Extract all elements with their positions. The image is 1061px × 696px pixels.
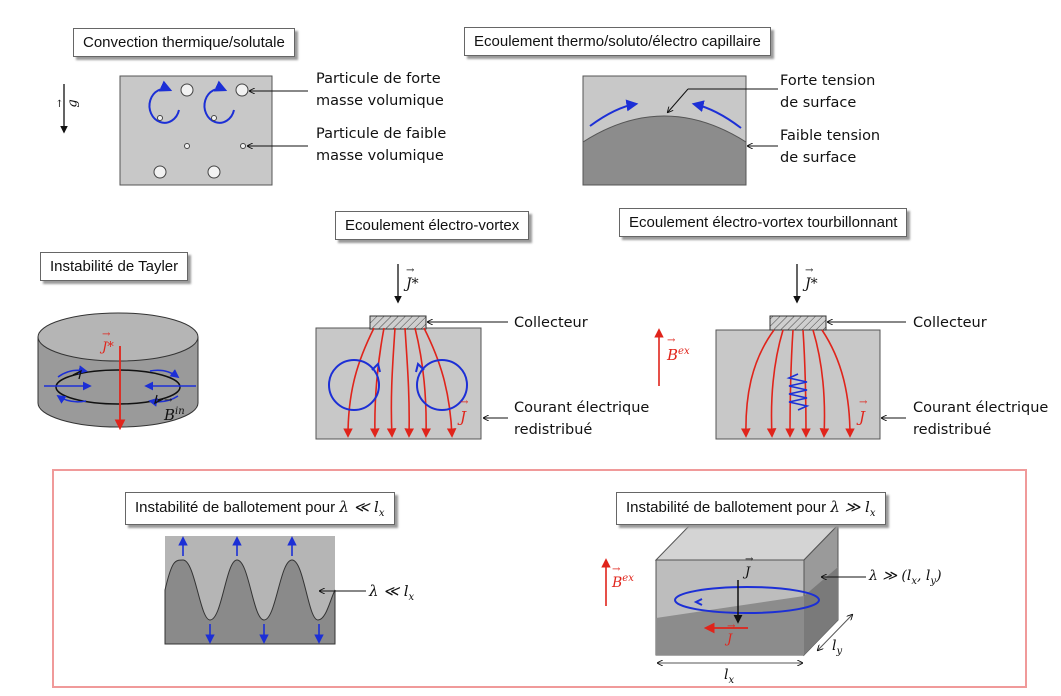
title-electro-vortex: Ecoulement électro-vortex — [335, 211, 530, 240]
large-bex-label: Bex — [612, 564, 634, 591]
box-side-lower — [804, 567, 838, 655]
strong-tension-label: Forte tension de surface — [780, 73, 876, 111]
swirl-jstar-label: J* — [805, 265, 818, 292]
sloshing-small-math: λ ≪ lx — [339, 498, 385, 519]
ev-jstar-label: J* — [406, 265, 419, 292]
title-electro-vortex-swirl: Ecoulement électro-vortex tourbillonnant — [619, 208, 908, 237]
tayler-bin-label: Bin — [164, 395, 185, 424]
light-particle-label: Particule de faible masse volumique — [316, 126, 447, 164]
ly-label: ly — [832, 638, 843, 657]
large-current-loop — [674, 586, 820, 614]
convection-loop-left — [148, 80, 180, 124]
title-sloshing-small: Instabilité de ballotement pour λ ≪ lx — [125, 492, 395, 525]
large-j-red-label: J — [727, 621, 736, 647]
current-label-swirl: Courant électrique redistribué — [913, 400, 1049, 438]
sloshing-small-prefix: Instabilité de ballotement pour — [135, 499, 336, 516]
electro-vortex-swirl-diagram — [654, 264, 906, 440]
sloshing-frame — [52, 469, 1027, 688]
swirl-bex-label: Bex — [667, 335, 690, 364]
large-j-label: J — [745, 554, 754, 580]
current-label: Courant électrique redistribué — [514, 400, 650, 438]
light-particle — [157, 115, 163, 121]
convection-cell — [119, 75, 273, 186]
title-convection: Convection thermique/solutale — [73, 28, 295, 57]
heavy-particle — [235, 83, 249, 97]
lambda-lxly-label: λ ≫ (lx, ly) — [869, 568, 942, 587]
capillary-flow-left — [589, 99, 639, 127]
tayler-field-loop — [55, 369, 181, 405]
electro-vortex-diagram — [315, 264, 508, 440]
gravity-label: g — [66, 99, 81, 107]
lambda-lx-label: λ ≪ lx — [369, 582, 415, 603]
ev-vortex-right — [416, 359, 468, 411]
capillary-diagram — [582, 75, 778, 186]
swirl-collector — [769, 315, 827, 331]
swirl-helix — [786, 373, 810, 411]
sloshing-small-interface — [164, 559, 336, 645]
tayler-jstar-label: J* — [102, 329, 114, 355]
title-capillary: Ecoulement thermo/soluto/électro capilla… — [464, 27, 771, 56]
collector-label: Collecteur — [514, 315, 588, 331]
ev-collector — [369, 315, 427, 330]
title-sloshing-large: Instabilité de ballotement pour λ ≫ lx — [616, 492, 886, 525]
heavy-particle — [153, 165, 167, 179]
weak-tension-label: Faible tension de surface — [780, 128, 881, 166]
sloshing-large-prefix: Instabilité de ballotement pour — [626, 499, 827, 516]
convection-loop-right — [203, 80, 235, 124]
heavy-particle — [180, 83, 194, 97]
ev-vortex-left — [328, 359, 380, 411]
title-tayler: Instabilité de Tayler — [40, 252, 189, 281]
tayler-cylinder-top — [37, 312, 199, 362]
light-particle — [211, 115, 217, 121]
ev-j-label: J — [460, 397, 468, 426]
sloshing-small-diagram — [164, 536, 366, 645]
collector-label-swirl: Collecteur — [913, 315, 987, 331]
ev-cell — [315, 327, 482, 440]
capillary-flow-right — [691, 100, 742, 129]
tayler-diagram — [37, 312, 199, 431]
swirl-j-label: J — [859, 397, 867, 426]
capillary-lower-fluid — [582, 115, 747, 186]
light-particle — [184, 143, 190, 149]
convection-diagram — [60, 75, 308, 186]
lx-label: lx — [724, 667, 735, 686]
heavy-particle-label: Particule de forte masse volumique — [316, 71, 444, 109]
sloshing-large-math: λ ≫ lx — [830, 498, 876, 519]
heavy-particle — [207, 165, 221, 179]
light-particle — [240, 143, 246, 149]
